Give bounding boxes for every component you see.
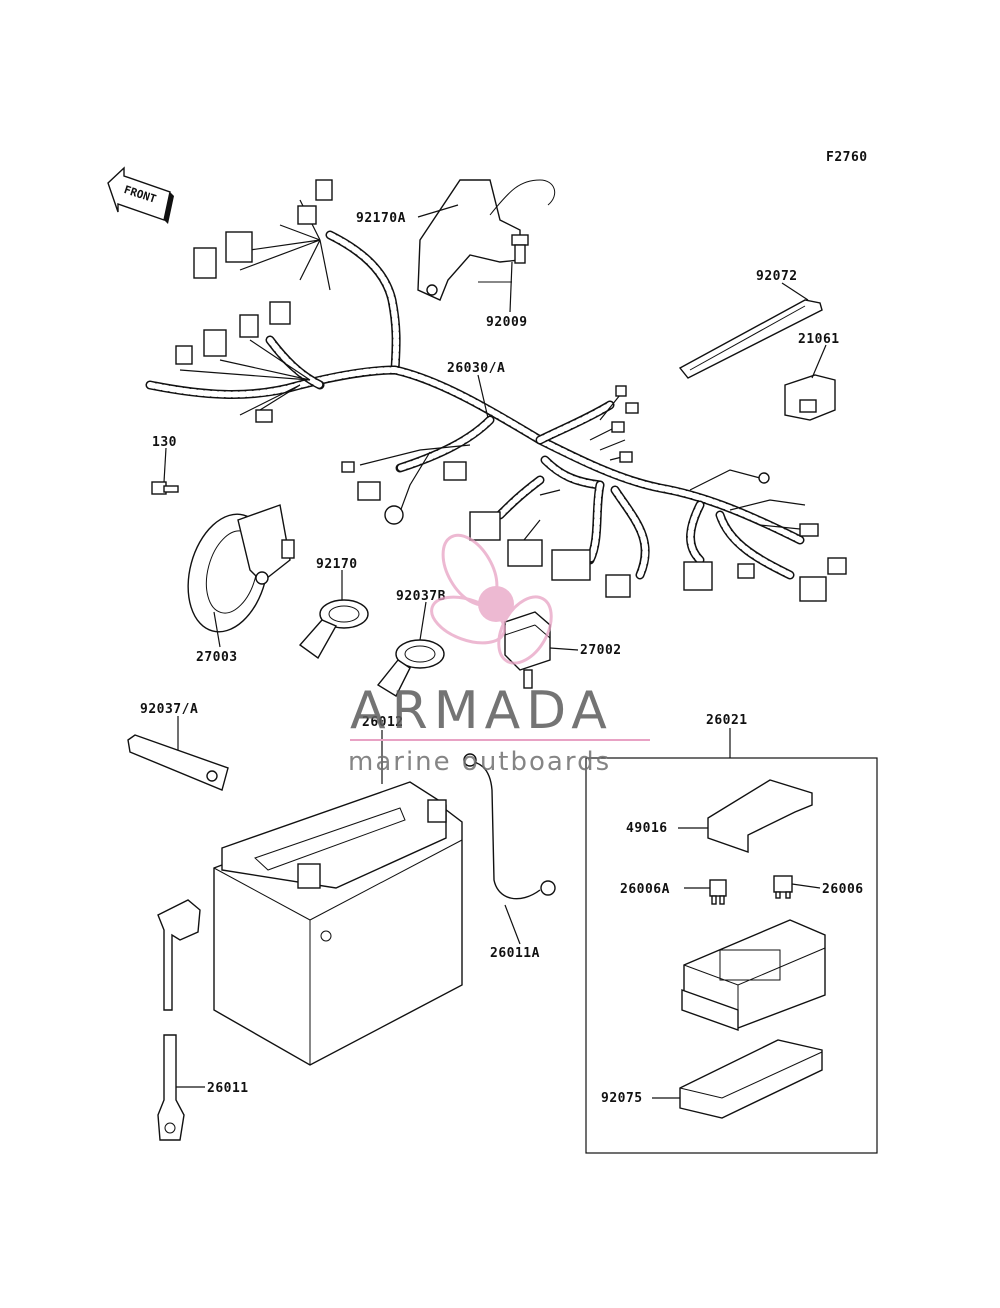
label-26030A: 26030/A [447, 361, 505, 376]
label-26021: 26021 [706, 713, 748, 728]
part-labels: 92170A 92009 92072 21061 26030/A 130 270… [140, 211, 864, 1106]
relay-27002 [504, 611, 551, 689]
propeller-logo-icon [430, 533, 553, 665]
label-92075: 92075 [601, 1091, 643, 1106]
label-21061: 21061 [798, 332, 840, 347]
cable-26011A [463, 753, 556, 900]
watermark: ARMADA marine outboards [348, 533, 650, 777]
battery-26012 [213, 781, 463, 1066]
label-27003: 27003 [196, 650, 238, 665]
watermark-title: ARMADA [350, 681, 613, 741]
harness-connectors [175, 179, 847, 602]
label-92009: 92009 [486, 315, 528, 330]
label-92037A: 92037/A [140, 702, 198, 717]
label-92072: 92072 [756, 269, 798, 284]
fuse-26006 [773, 875, 793, 899]
watermark-subtitle: marine outboards [348, 747, 611, 777]
cover-92075 [679, 1039, 823, 1119]
fuse-box-group-frame [585, 757, 878, 1154]
bracket-92170A [417, 179, 556, 301]
label-26011: 26011 [207, 1081, 249, 1096]
cover-21061 [784, 374, 836, 421]
cover-49016 [707, 779, 813, 853]
cable-26011 [157, 899, 201, 1141]
clamp-92170 [298, 599, 369, 660]
label-26006: 26006 [822, 882, 864, 897]
front-arrow-icon: FRONT [107, 166, 174, 224]
label-92170A: 92170A [356, 211, 406, 226]
figure-code: F2760 [826, 150, 868, 165]
fuse-box [681, 919, 826, 1031]
fuse-26006A [709, 879, 727, 905]
label-130: 130 [152, 435, 177, 450]
horn-27003 [187, 504, 295, 633]
screw-130 [151, 481, 179, 495]
bolt-92009 [478, 234, 529, 283]
strap-92037A [127, 734, 229, 791]
label-26012: 26012 [362, 715, 404, 730]
band-92072 [678, 299, 823, 379]
wiring-harness [145, 199, 811, 580]
label-92037B: 92037B [396, 589, 446, 604]
label-26006A: 26006A [620, 882, 670, 897]
label-49016: 49016 [626, 821, 668, 836]
label-26011A: 26011A [490, 946, 540, 961]
clamp-92037B [376, 639, 445, 697]
label-92170: 92170 [316, 557, 358, 572]
label-27002: 27002 [580, 643, 622, 658]
